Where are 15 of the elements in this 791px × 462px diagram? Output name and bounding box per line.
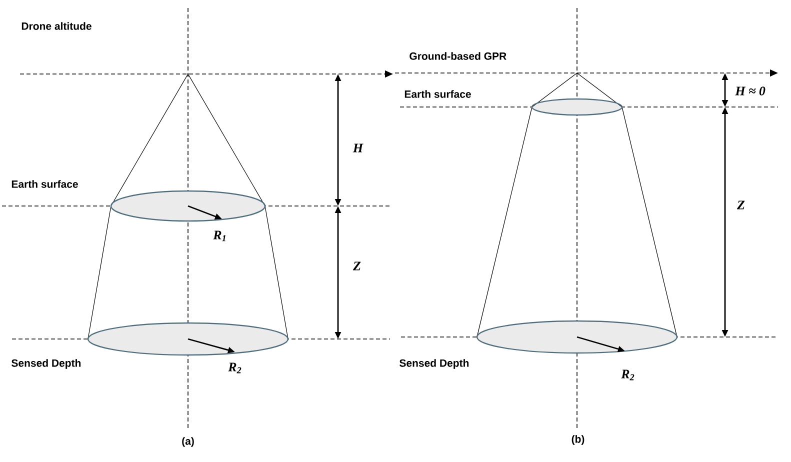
symbol-label: R$_{2}$ — [621, 370, 634, 380]
symbol-label: Z — [353, 262, 361, 270]
label: Earth surface — [404, 90, 471, 98]
symbol-label: H — [352, 144, 364, 152]
symbol-label: R$_{2}$ — [228, 362, 242, 374]
symbol-label: R$_{1}$ — [213, 230, 226, 242]
label: (b) — [572, 435, 584, 445]
label: (a) — [182, 437, 194, 447]
label: Earth surface — [12, 180, 78, 188]
label: Drone altitude — [22, 22, 92, 30]
symbol-label: Z — [737, 200, 745, 210]
label: Ground-based GPR — [410, 52, 506, 60]
label: Sensed Depth — [400, 359, 469, 369]
label: Sensed Depth — [12, 359, 81, 369]
symbol-label: H ≈ 0 — [735, 86, 766, 96]
